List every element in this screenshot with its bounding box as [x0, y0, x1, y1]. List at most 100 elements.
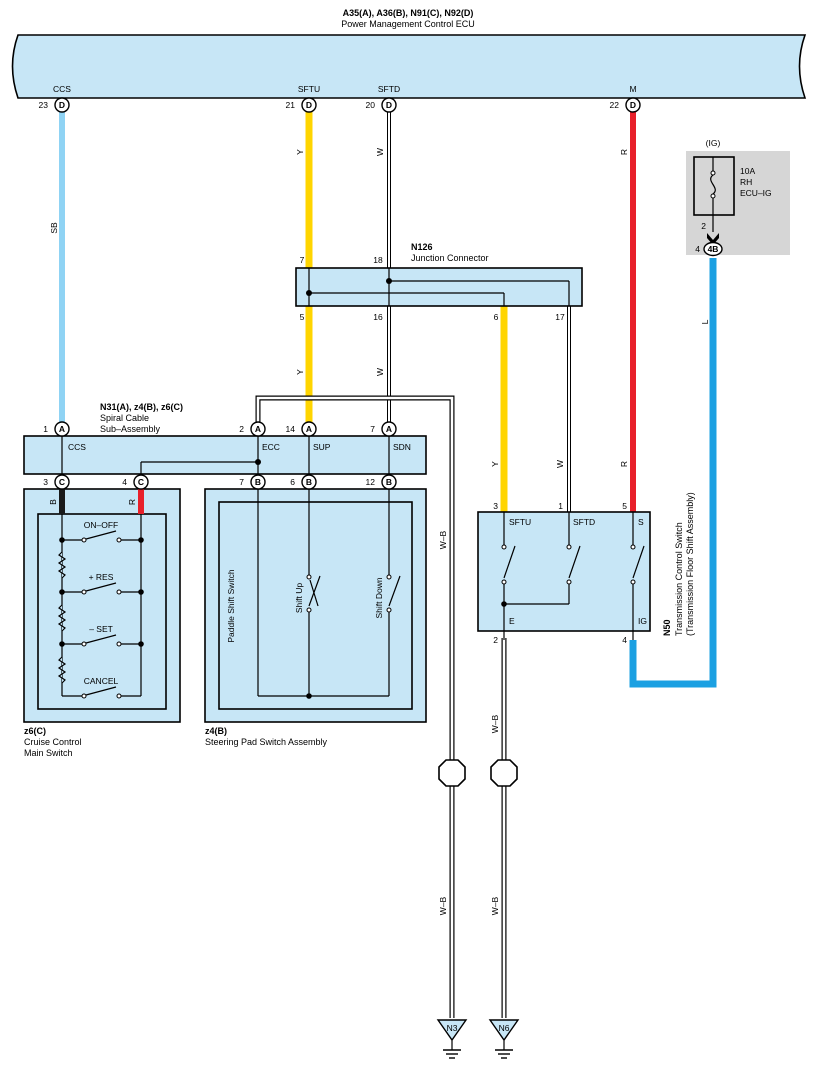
- trans-name-1: Transmission Control Switch: [674, 522, 684, 636]
- svg-text:N3: N3: [447, 1023, 458, 1033]
- svg-text:D: D: [386, 100, 392, 110]
- wire-ig-l: [629, 258, 717, 688]
- svg-text:A: A: [386, 424, 392, 434]
- junction-name: Junction Connector: [411, 253, 489, 263]
- pad-id: z4(B): [205, 726, 227, 736]
- wire-label-y-1: Y: [295, 149, 305, 155]
- fuse-line3: ECU–IG: [740, 188, 772, 198]
- spiral-name-2: Sub–Assembly: [100, 424, 161, 434]
- svg-text:7: 7: [370, 424, 375, 434]
- trans-pin-5: 5: [622, 501, 627, 511]
- svg-text:B: B: [255, 477, 261, 487]
- spiral-label-ecc: ECC: [262, 442, 280, 452]
- ecu-pin-22: 22 D: [610, 97, 641, 113]
- ecu-pin-21: 21 D: [286, 97, 317, 113]
- spiral-pin-3c: 3 C: [43, 474, 70, 490]
- cruise-wire-label-r: R: [127, 499, 137, 505]
- cruise-inner-frame: [37, 513, 167, 710]
- svg-text:14: 14: [286, 424, 296, 434]
- wire-ecc-wb: [255, 395, 455, 1018]
- ecu-block: [11, 34, 807, 99]
- ecu-subtitle: Power Management Control ECU: [341, 19, 475, 29]
- svg-text:1: 1: [43, 424, 48, 434]
- cruise-id: z6(C): [24, 726, 46, 736]
- svg-text:4: 4: [695, 244, 700, 254]
- junction-pin-16: 16: [373, 312, 383, 322]
- junction-pin-7: 7: [300, 255, 305, 265]
- wire-label-r-2: R: [619, 461, 629, 467]
- spiral-label-ccs: CCS: [68, 442, 86, 452]
- ecu-title: A35(A), A36(B), N91(C), N92(D): [343, 8, 474, 18]
- cruise-name-2: Main Switch: [24, 748, 73, 758]
- pad-shift-up-label: Shift Up: [294, 583, 304, 614]
- splice-octagon-2: [490, 759, 518, 787]
- trans-pin-3: 3: [493, 501, 498, 511]
- wire-label-y-2: Y: [295, 369, 305, 375]
- junction-pin-5: 5: [300, 312, 305, 322]
- pad-outer-box: [204, 488, 427, 723]
- cruise-switch-network: [57, 514, 144, 699]
- wire-label-w-1: W: [375, 148, 385, 156]
- spiral-label-sdn: SDN: [393, 442, 411, 452]
- spiral-pin-12b: 12 B: [366, 474, 397, 490]
- cruise-switch-cancel: CANCEL: [84, 676, 119, 686]
- svg-text:22: 22: [610, 100, 620, 110]
- fuse-line2: RH: [740, 177, 752, 187]
- wire-label-r-1: R: [619, 149, 629, 155]
- trans-pin-2: 2: [493, 635, 498, 645]
- ground-n3: N3: [436, 1019, 468, 1059]
- ecu-pin-sftd-label: SFTD: [378, 84, 400, 94]
- svg-text:C: C: [138, 477, 144, 487]
- wire-label-w-2: W: [375, 368, 385, 376]
- wire-label-wb-3: W–B: [438, 896, 448, 915]
- trans-label-ig: IG: [638, 616, 647, 626]
- svg-text:2: 2: [239, 424, 244, 434]
- svg-text:4B: 4B: [708, 244, 719, 254]
- svg-text:D: D: [59, 100, 65, 110]
- svg-text:D: D: [630, 100, 636, 110]
- spiral-pin-14a: 14 A: [286, 421, 317, 437]
- cruise-name-1: Cruise Control: [24, 737, 82, 747]
- fuse-rating: 10A: [740, 166, 755, 176]
- svg-text:20: 20: [366, 100, 376, 110]
- svg-text:A: A: [306, 424, 312, 434]
- svg-text:12: 12: [366, 477, 376, 487]
- junction-internal-wiring: [306, 268, 570, 306]
- spiral-pin-7b: 7 B: [239, 474, 266, 490]
- trans-label-s: S: [638, 517, 644, 527]
- wire-label-wb-4: W–B: [490, 896, 500, 915]
- svg-text:A: A: [255, 424, 261, 434]
- svg-text:B: B: [386, 477, 392, 487]
- trans-label-e: E: [509, 616, 515, 626]
- wire-label-wb-1: W–B: [438, 530, 448, 549]
- svg-text:21: 21: [286, 100, 296, 110]
- fuse-icon: [710, 157, 716, 232]
- wire-label-y-3: Y: [490, 461, 500, 467]
- trans-switch-network: [501, 512, 645, 640]
- junction-pin-6: 6: [494, 312, 499, 322]
- ecu-pin-20: 20 D: [366, 97, 397, 113]
- svg-text:23: 23: [39, 100, 49, 110]
- pad-switch-network: [257, 488, 401, 699]
- cruise-outer-box: [23, 488, 181, 723]
- ground-n6: N6: [488, 1019, 520, 1059]
- spiral-name-1: Spiral Cable: [100, 413, 149, 423]
- cruise-switch-on-off: ON–OFF: [84, 520, 118, 530]
- spiral-box: [23, 435, 427, 475]
- svg-text:D: D: [306, 100, 312, 110]
- pad-paddle-label: Paddle Shift Switch: [226, 569, 236, 643]
- trans-pin-1: 1: [558, 501, 563, 511]
- svg-text:6: 6: [290, 477, 295, 487]
- spiral-id: N31(A), z4(B), z6(C): [100, 402, 183, 412]
- svg-text:A: A: [59, 424, 65, 434]
- junction-id: N126: [411, 242, 433, 252]
- fuse-block-bg: [686, 151, 790, 255]
- pad-inner-frame: [218, 501, 413, 710]
- junction-pin-17: 17: [555, 312, 565, 322]
- fuse-frame: [693, 156, 735, 216]
- ecu-pin-23: 23 D: [39, 97, 70, 113]
- junction-box: [295, 267, 583, 307]
- wire-label-sb: SB: [49, 222, 59, 234]
- junction-pin-18: 18: [373, 255, 383, 265]
